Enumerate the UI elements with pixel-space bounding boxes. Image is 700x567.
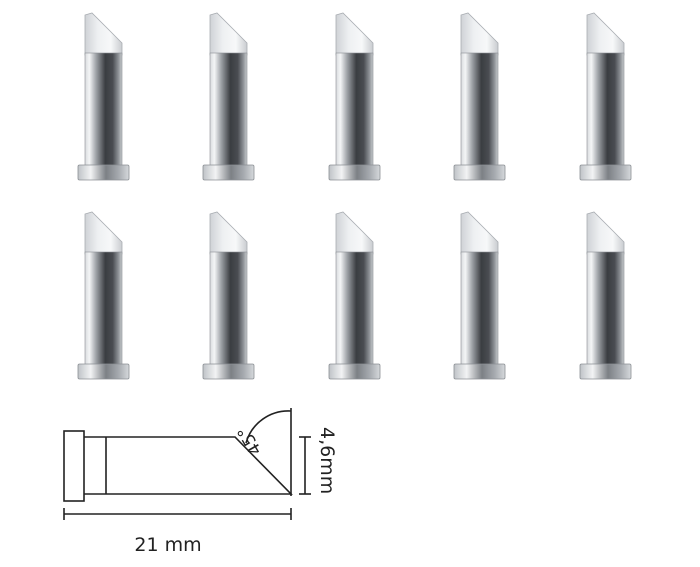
drawing-angle-arc: [245, 410, 292, 444]
soldering-tip: [202, 12, 255, 181]
drawing-shank: [84, 436, 293, 495]
soldering-tip: [77, 12, 130, 181]
soldering-tip: [328, 12, 381, 181]
soldering-tip: [202, 211, 255, 380]
dimension-drawing: [63, 408, 311, 520]
soldering-tip: [579, 211, 632, 380]
length-label: 21 mm: [134, 534, 201, 556]
angle-label: 45°: [234, 422, 266, 458]
soldering-tip: [453, 211, 506, 380]
soldering-tip: [579, 12, 632, 181]
soldering-tip: [453, 12, 506, 181]
soldering-tip: [77, 211, 130, 380]
soldering-tip: [328, 211, 381, 380]
diameter-label: 4,6mm: [316, 427, 338, 494]
drawing-collar: [63, 430, 85, 502]
